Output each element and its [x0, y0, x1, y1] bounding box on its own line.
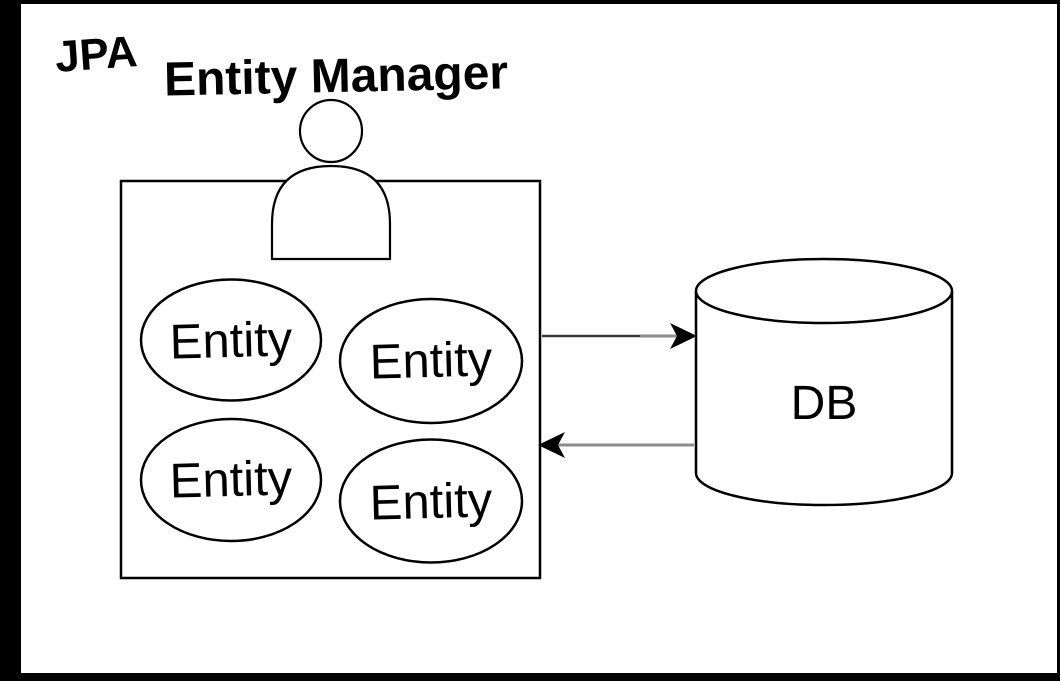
database-top-shape [694, 257, 954, 325]
entity-ellipse-4 [338, 438, 524, 564]
jpa-label: JPA [53, 27, 139, 82]
entity-label-1: Entity [169, 311, 293, 370]
entity-ellipse-1 [139, 278, 323, 402]
entity-label-4: Entity [369, 472, 493, 531]
database-label: DB [790, 376, 858, 430]
database-cylinder-icon [694, 257, 954, 507]
diagram-title: Entity Manager [163, 46, 509, 107]
entity-label-2: Entity [369, 332, 493, 390]
entity-ellipse-2 [338, 297, 524, 425]
person-icon [270, 98, 392, 261]
database-body-shape [694, 291, 954, 507]
arrow-left-icon [538, 432, 694, 458]
entity-ellipse-3 [139, 417, 323, 543]
arrow-right-icon [542, 323, 697, 349]
person-head-shape [298, 98, 364, 164]
entity-label-3: Entity [169, 451, 293, 509]
person-body-shape [270, 164, 392, 261]
